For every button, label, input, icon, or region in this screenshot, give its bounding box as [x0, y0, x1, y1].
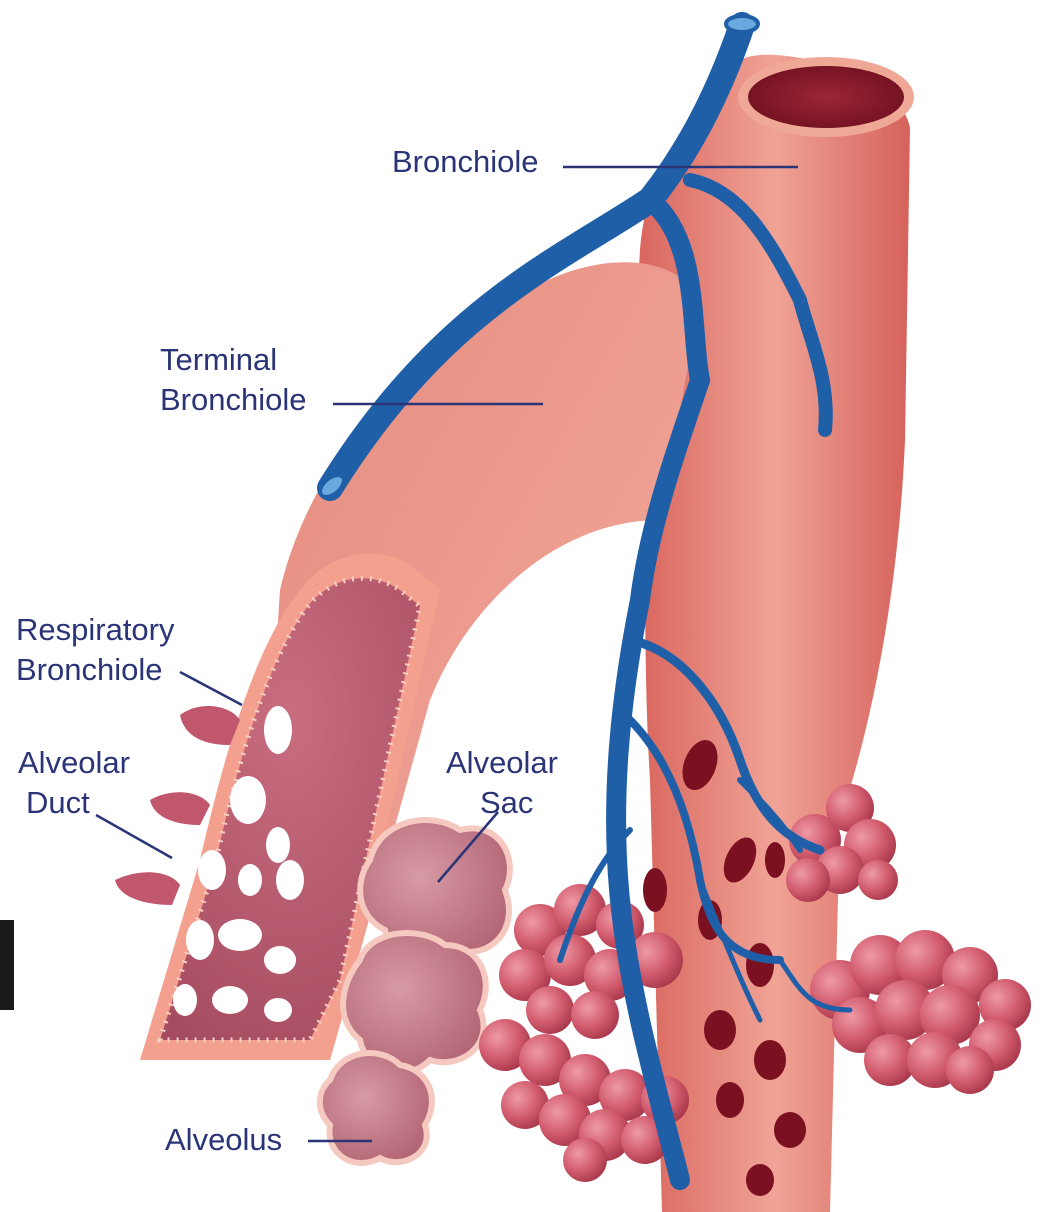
label-respiratory-bronchiole: Respiratory Bronchiole — [16, 612, 183, 687]
label-bronchiole: Bronchiole — [392, 144, 538, 179]
label-alveolar-sac: Alveolar Sac — [446, 745, 567, 820]
label-alveolar-duct: Alveolar Duct — [18, 745, 139, 820]
label-terminal-bronchiole: Terminal Bronchiole — [160, 342, 306, 417]
label-alveolus: Alveolus — [165, 1122, 282, 1157]
edge-fragments — [0, 920, 14, 1010]
